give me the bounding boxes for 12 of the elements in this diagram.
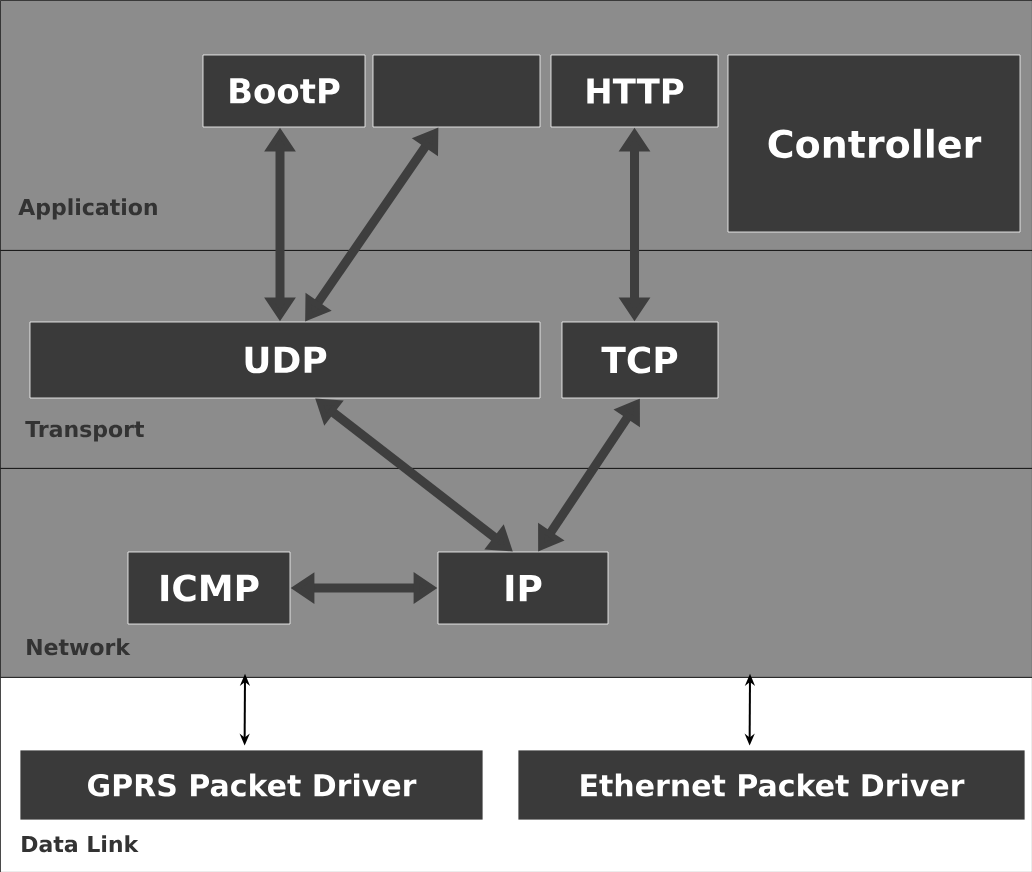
empty-box bbox=[372, 54, 541, 128]
protocol-box: ICMP bbox=[127, 551, 291, 625]
protocol-box: BootP bbox=[202, 54, 366, 128]
protocol-box: Ethernet Packet Driver bbox=[517, 749, 1026, 821]
node-label: Transport bbox=[25, 420, 144, 442]
protocol-box: HTTP bbox=[550, 54, 719, 128]
protocol-box: Controller bbox=[727, 54, 1021, 233]
protocol-box: TCP bbox=[561, 321, 719, 399]
protocol-box: IP bbox=[437, 551, 609, 625]
node-label: Network bbox=[27, 638, 131, 656]
protocol-box: GPRS Packet Driver bbox=[19, 749, 484, 821]
protocol-box: UDP bbox=[29, 321, 541, 399]
